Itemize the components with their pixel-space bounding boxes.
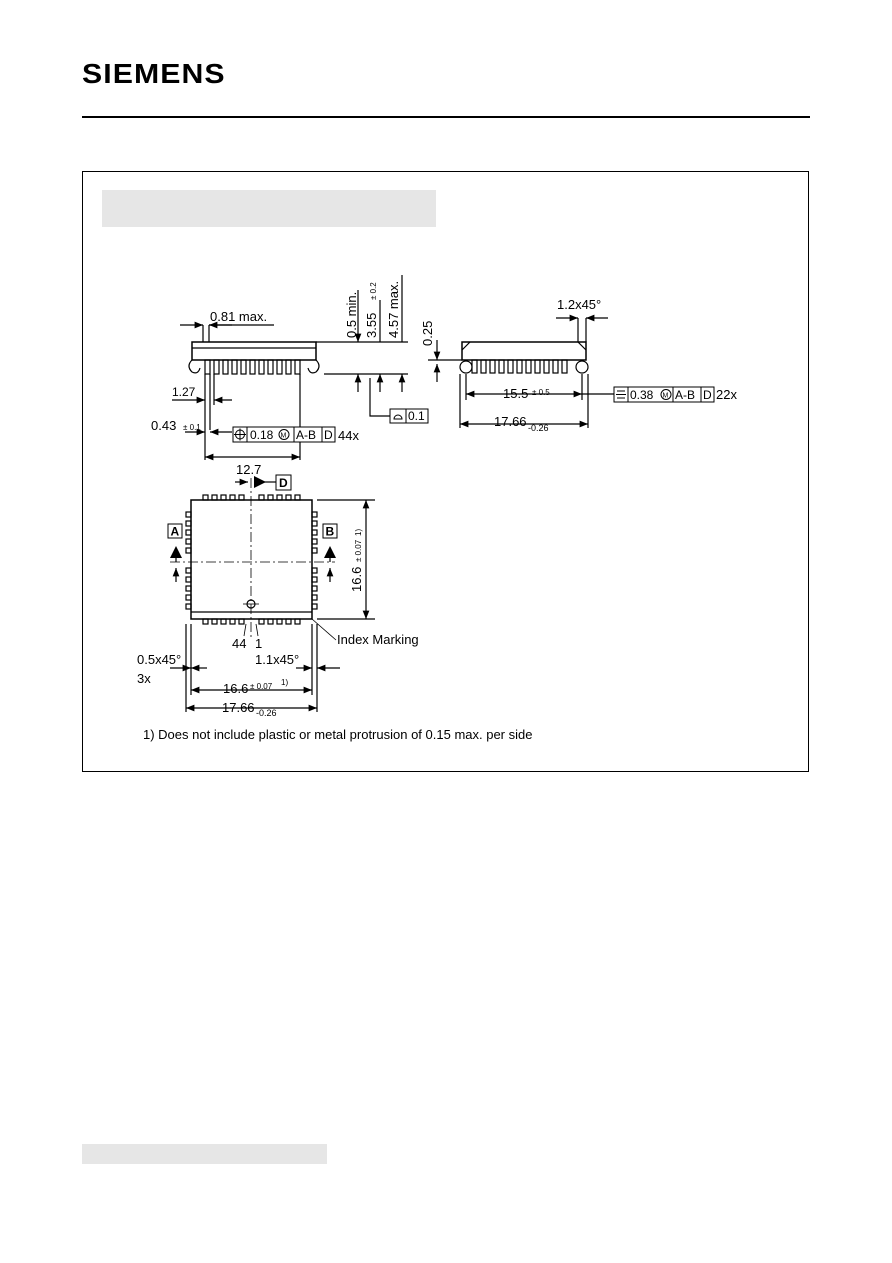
- dim-155-tol: ± 0.5: [532, 388, 550, 397]
- dim-1766-horizontal: 17.66: [222, 700, 255, 715]
- dim-043-tol: ± 0.1: [183, 423, 201, 432]
- profile-frame-22x: 0.38 M A-B D 22x: [613, 386, 737, 403]
- footnote-text: 1) Does not include plastic or metal pro…: [143, 727, 532, 742]
- dim-1766: 17.66: [494, 414, 527, 429]
- dim-043: 0.43: [151, 418, 176, 433]
- datum-a-box: A: [167, 523, 183, 558]
- fcf-ref: A-B: [296, 428, 316, 442]
- footnote-mark-vertical: 1): [354, 529, 363, 536]
- datum-d-label: D: [279, 476, 288, 490]
- fcf-value: 0.18: [250, 428, 274, 442]
- dim-166-horizontal: 16.6: [223, 681, 248, 696]
- side-body: [191, 341, 317, 361]
- dim-355-tol: ± 0.2: [369, 282, 378, 300]
- top-leads-north: [202, 494, 301, 501]
- top-leads-west: [185, 511, 192, 610]
- top-leads-south: [202, 618, 301, 625]
- dim-166-vertical: 16.6: [349, 567, 364, 592]
- datum-b-box: B: [322, 523, 338, 558]
- dim-457: 4.57 max.: [386, 281, 401, 338]
- end-view-labels: 0.25 1.2x45° 15.5 ± 0.5 17.66 -0.26: [420, 297, 601, 433]
- end-body: [461, 341, 587, 361]
- pin-1-label: 1: [255, 636, 262, 651]
- datum-a-triangle-icon: [170, 546, 182, 558]
- dim-127: 1.27: [172, 385, 196, 399]
- dim-155: 15.5: [503, 386, 528, 401]
- end-fcf-mod: M: [663, 393, 669, 400]
- pin-44-label: 44: [232, 636, 246, 651]
- title-placeholder-bar: [102, 190, 436, 227]
- dim-166-vertical-tol: ± 0.07: [354, 539, 363, 562]
- datum-a-label: A: [171, 525, 180, 539]
- footnote-mark-horizontal: 1): [281, 678, 288, 687]
- side-view-labels: 0.81 max. 1.27 0.43 ± 0.1 12.7 0.5 min. …: [151, 281, 401, 477]
- dim-355: 3.55: [364, 313, 379, 338]
- flatness-value: 0.1: [408, 409, 425, 423]
- dim-081: 0.81 max.: [210, 309, 267, 324]
- dim-chamfer-12: 1.2x45°: [557, 297, 601, 312]
- drawing-frame: [82, 171, 809, 772]
- side-leads: [204, 359, 301, 375]
- dim-127-pitch: 12.7: [236, 462, 261, 477]
- top-leads-east: [311, 511, 318, 610]
- end-leads: [471, 359, 568, 374]
- header-rule: [82, 116, 810, 118]
- flatness-icon: [393, 414, 403, 420]
- datum-b-triangle-icon: [324, 546, 336, 558]
- end-view: [428, 314, 614, 428]
- chamfer-05-count: 3x: [137, 671, 151, 686]
- dim-166-horizontal-tol: ± 0.07: [250, 682, 273, 691]
- fcf-ref2: D: [324, 428, 333, 442]
- mmc-icon: [278, 429, 290, 440]
- chamfer-05-label: 0.5x45°: [137, 652, 181, 667]
- fcf-mod: M: [281, 433, 287, 440]
- chamfer-11-label: 1.1x45°: [255, 652, 299, 667]
- symmetry-icon: [616, 390, 626, 399]
- datum-d-box: D: [254, 474, 292, 491]
- dim-1766-tol: -0.26: [528, 423, 549, 433]
- end-fcf-ref: A-B: [675, 388, 695, 402]
- datum-b-label: B: [326, 525, 335, 539]
- top-view: [170, 478, 375, 712]
- dim-05-min: 0.5 min.: [344, 292, 359, 338]
- dim-1766-horizontal-tol: -0.26: [256, 708, 277, 718]
- position-frame-44x: 0.18 M A-B D 44x: [232, 426, 359, 443]
- index-marking-label: Index Marking: [337, 632, 419, 647]
- datum-d-triangle-icon: [254, 476, 266, 488]
- side-view: [172, 275, 408, 461]
- top-body: [190, 499, 313, 620]
- siemens-logo: SIEMENS: [82, 58, 226, 89]
- footer-placeholder-bar: [82, 1144, 327, 1164]
- end-mmc-icon: [660, 389, 672, 400]
- end-fcf-count: 22x: [716, 387, 737, 402]
- fcf-count: 44x: [338, 428, 359, 443]
- end-fcf-ref2: D: [703, 388, 712, 402]
- end-fcf-value: 0.38: [630, 388, 654, 402]
- dim-025: 0.25: [420, 321, 435, 346]
- top-view-labels: 16.6 ± 0.07 1) 44 1 Index Marking 0.5x45…: [137, 529, 419, 718]
- flatness-frame: 0.1: [389, 408, 429, 424]
